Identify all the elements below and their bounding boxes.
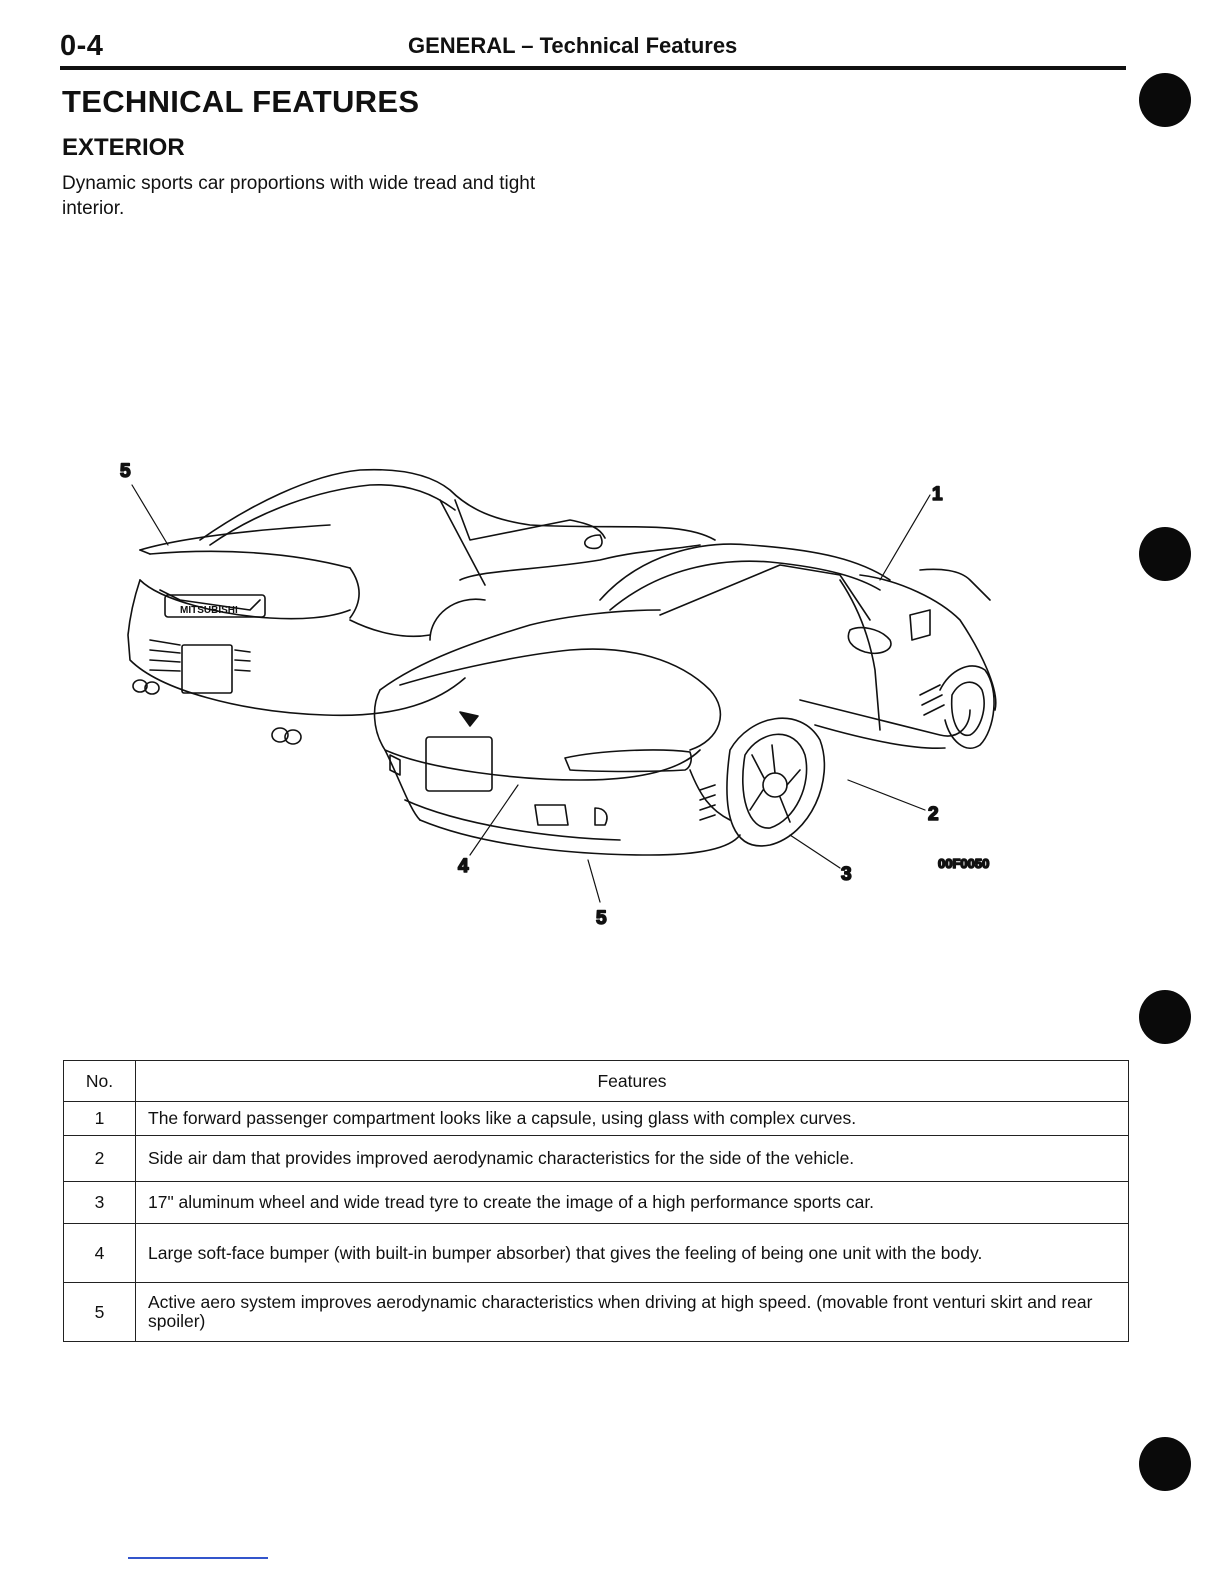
intro-paragraph: Dynamic sports car proportions with wide… — [62, 173, 536, 219]
footer-rule — [128, 1557, 268, 1559]
car-illustration: MITSUBISHI — [100, 450, 1020, 940]
callout-label: 4 — [458, 856, 469, 877]
row-feature: 17" aluminum wheel and wide tread tyre t… — [135, 1181, 1129, 1224]
features-table: No. Features 1 The forward passenger com… — [63, 1060, 1129, 1342]
table-row: 4 Large soft-face bumper (with built-in … — [63, 1223, 1129, 1283]
subsection-title: EXTERIOR — [62, 134, 185, 161]
binder-hole-icon — [1139, 73, 1191, 127]
callout-label: 2 — [928, 804, 939, 825]
callout-label: 3 — [841, 864, 852, 885]
row-number: 4 — [63, 1223, 136, 1283]
figure-code: 00F0050 — [938, 856, 989, 871]
binder-hole-icon — [1139, 527, 1191, 581]
callout-label: 1 — [932, 484, 943, 505]
row-feature: Large soft-face bumper (with built-in bu… — [135, 1223, 1129, 1283]
row-number: 3 — [63, 1181, 136, 1224]
table-row: 3 17" aluminum wheel and wide tread tyre… — [63, 1181, 1129, 1224]
callout-label: 5 — [596, 908, 607, 929]
binder-hole-icon — [1139, 1437, 1191, 1491]
rear-car-drawing: MITSUBISHI — [127, 468, 716, 745]
row-feature: Active aero system improves aerodynamic … — [135, 1282, 1129, 1342]
column-header-no: No. — [63, 1060, 136, 1102]
row-number: 1 — [63, 1101, 136, 1136]
callout-leaders — [131, 484, 931, 903]
table-row: 5 Active aero system improves aerodynami… — [63, 1282, 1129, 1342]
row-number: 5 — [63, 1282, 136, 1342]
header-rule — [60, 66, 1126, 70]
binder-hole-icon — [1139, 990, 1191, 1044]
table-header-row: No. Features — [63, 1060, 1129, 1102]
car-line-drawing: MITSUBISHI — [119, 460, 997, 930]
front-car-drawing — [373, 543, 997, 856]
row-feature: Side air dam that provides improved aero… — [135, 1135, 1129, 1182]
section-title: TECHNICAL FEATURES — [62, 84, 420, 119]
page-number: 0-4 — [60, 30, 104, 62]
table-row: 1 The forward passenger compartment look… — [63, 1101, 1129, 1136]
running-head: GENERAL – Technical Features — [408, 33, 738, 58]
callout-label: 5 — [120, 461, 131, 482]
table-row: 2 Side air dam that provides improved ae… — [63, 1135, 1129, 1182]
row-feature: The forward passenger compartment looks … — [135, 1101, 1129, 1136]
column-header-features: Features — [135, 1060, 1129, 1102]
row-number: 2 — [63, 1135, 136, 1182]
rear-badge-text: MITSUBISHI — [180, 605, 238, 616]
